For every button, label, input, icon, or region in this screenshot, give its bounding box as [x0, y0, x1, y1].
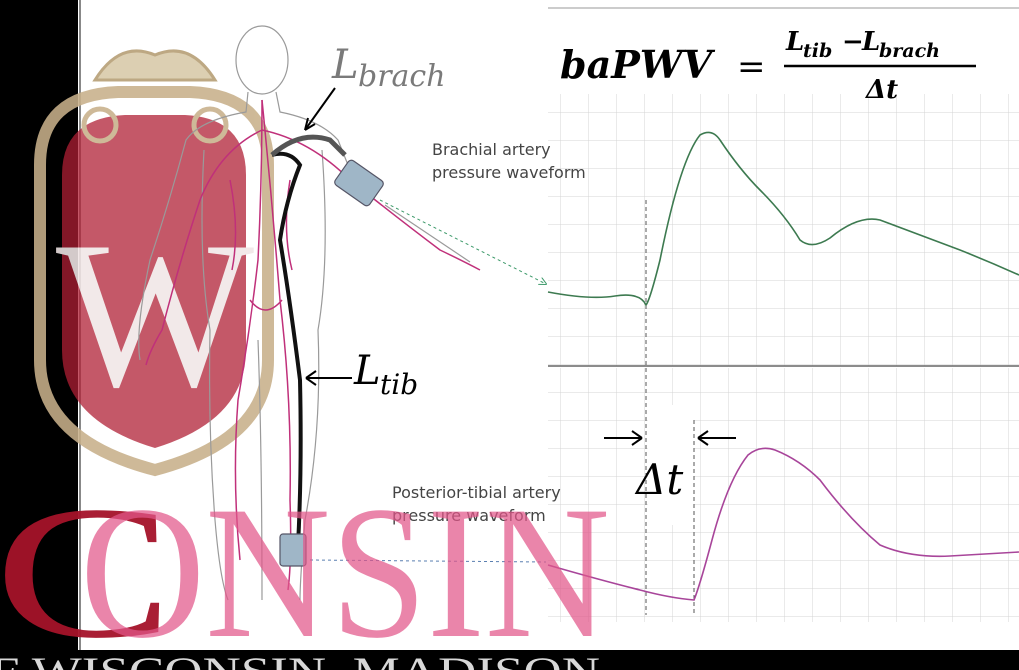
l-tib-letter: L — [353, 348, 381, 394]
equation-denominator: Δt — [864, 75, 898, 105]
l-tib-subscript: tib — [380, 368, 418, 401]
brachial-grid — [548, 94, 1019, 366]
waveform-panels — [548, 0, 1019, 622]
l-brach-subscript: brach — [358, 59, 446, 94]
l-brach-letter: L — [331, 42, 359, 88]
crest-letter: W — [56, 199, 254, 431]
equation-lhs: baPWV — [560, 42, 715, 87]
watermark-word: ONSIN — [80, 468, 610, 670]
equation-numerator-l1: L — [785, 27, 804, 57]
equation-numerator-l2: L — [861, 27, 880, 57]
equation-numerator-minus: − — [842, 27, 864, 57]
delta-t-label: Δt — [634, 455, 683, 504]
brachial-label-line1: Brachial artery — [432, 140, 551, 159]
equation-equals: = — [737, 47, 766, 87]
watermark-bottom-line: F WISCONSIN–MADISON — [0, 649, 600, 670]
brachial-label-line2: pressure waveform — [432, 163, 586, 182]
equation-numerator-sub2: brach — [879, 40, 940, 62]
equation-numerator-sub1: tib — [803, 40, 832, 62]
